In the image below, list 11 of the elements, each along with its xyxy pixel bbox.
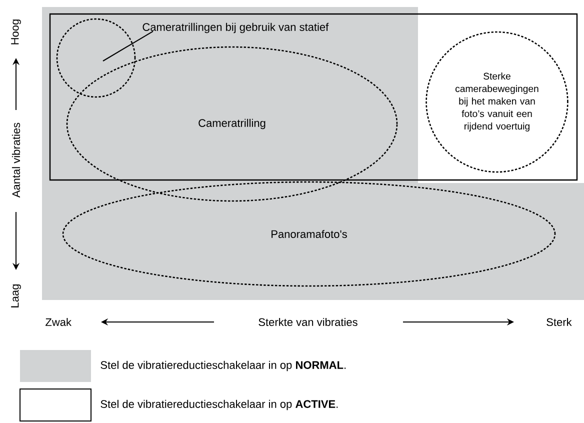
axis-title: Sterkte van vibraties xyxy=(258,318,358,326)
axis-title: Aantal vibraties xyxy=(12,122,20,198)
axis-label: Laag xyxy=(11,284,21,308)
leader-label: Cameratrillingen bij gebruik van statief xyxy=(142,22,329,34)
axis-label: Zwak xyxy=(46,318,72,326)
dashed-circle xyxy=(56,18,136,98)
legend-text: Stel de vibratiereductieschakelaar in op NORMAL. xyxy=(100,360,346,372)
legend-text: Stel de vibratiereductieschakelaar in op ACTIVE. xyxy=(100,400,338,410)
leader-line xyxy=(102,30,154,62)
axis-label: Hoog xyxy=(11,20,21,44)
axis-label: Sterk xyxy=(546,318,572,326)
